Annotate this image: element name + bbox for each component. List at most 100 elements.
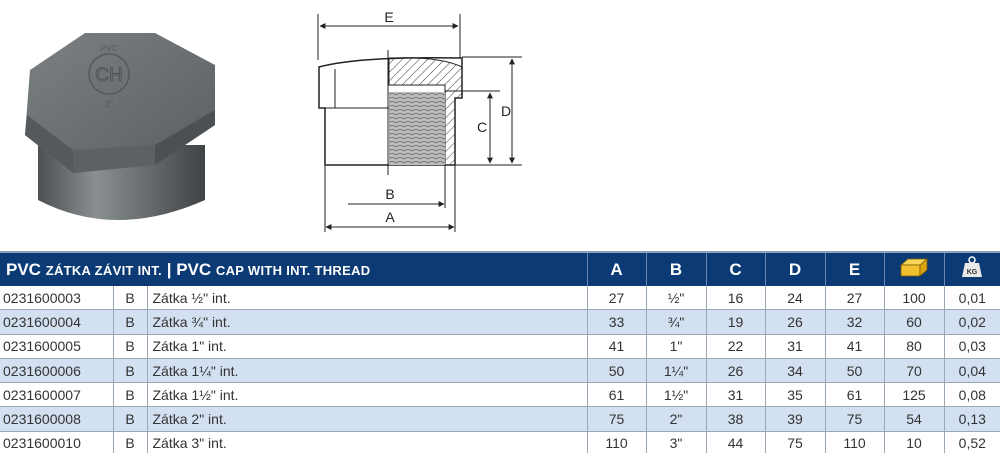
dim-b-cell: 1¼"	[645, 358, 707, 384]
dim-label-b: B	[385, 186, 394, 202]
dim-e-cell: 110	[824, 431, 885, 453]
dim-d-cell: 24	[764, 286, 826, 311]
dim-b-cell: 1½"	[645, 382, 707, 408]
dim-c-cell: 19	[705, 309, 766, 335]
type-cell: B	[112, 286, 147, 311]
dim-d-cell: 26	[764, 309, 826, 335]
type-cell: B	[112, 358, 147, 384]
technical-drawing: E C D B A	[317, 9, 522, 232]
weight-cell: 0,03	[943, 334, 1000, 359]
dim-c-cell: 44	[705, 431, 766, 453]
pack-quantity-cell: 54	[883, 406, 945, 432]
dim-b-cell: 1"	[645, 334, 707, 359]
pack-quantity-cell: 60	[883, 309, 945, 335]
pack-quantity-cell: 80	[883, 334, 945, 359]
dim-b-cell: 2"	[645, 406, 707, 432]
column-header-b: B	[645, 251, 707, 286]
weight-cell: 0,01	[943, 286, 1000, 311]
dim-d-cell: 39	[764, 406, 826, 432]
product-code-cell: 0231600008	[0, 406, 113, 432]
type-cell: B	[112, 334, 147, 359]
svg-text:PVC: PVC	[101, 44, 118, 53]
dim-a-cell: 33	[586, 309, 647, 335]
dim-c-cell: 38	[705, 406, 766, 432]
dim-d-cell: 35	[764, 382, 826, 408]
column-header-package	[883, 251, 945, 286]
column-header-a: A	[586, 251, 647, 286]
package-box-icon	[899, 258, 929, 277]
pack-quantity-cell: 10	[883, 431, 945, 453]
pack-quantity-cell: 100	[883, 286, 945, 311]
product-name-cell: Zátka 1¼" int.	[146, 358, 588, 384]
weight-cell: 0,08	[943, 382, 1000, 408]
dim-d-cell: 75	[764, 431, 826, 453]
svg-text:2": 2"	[105, 99, 113, 109]
dim-label-a: A	[385, 209, 395, 225]
dim-c-cell: 16	[705, 286, 766, 311]
dim-label-d: D	[501, 103, 511, 119]
type-cell: B	[112, 431, 147, 453]
product-name-cell: Zátka 3" int.	[146, 431, 588, 453]
type-cell: B	[112, 382, 147, 408]
product-name-cell: Zátka 2" int.	[146, 406, 588, 432]
column-header-d: D	[764, 251, 826, 286]
dim-label-c: C	[477, 119, 487, 135]
dim-b-cell: 3"	[645, 431, 707, 453]
dim-a-cell: 50	[586, 358, 647, 384]
product-table: PVC ZÁTKA ZÁVIT INT. | PVC CAP WITH INT.…	[0, 251, 1000, 453]
dim-c-cell: 26	[705, 358, 766, 384]
table-title: PVC ZÁTKA ZÁVIT INT. | PVC CAP WITH INT.…	[0, 251, 588, 286]
column-header-weight: KG	[943, 251, 1000, 286]
dim-a-cell: 75	[586, 406, 647, 432]
pack-quantity-cell: 125	[883, 382, 945, 408]
dim-c-cell: 22	[705, 334, 766, 359]
type-cell: B	[112, 309, 147, 335]
product-name-cell: Zátka 1" int.	[146, 334, 588, 359]
product-code-cell: 0231600004	[0, 309, 113, 335]
product-code-cell: 0231600005	[0, 334, 113, 359]
dim-d-cell: 34	[764, 358, 826, 384]
dim-e-cell: 32	[824, 309, 885, 335]
weight-cell: 0,52	[943, 431, 1000, 453]
dim-e-cell: 41	[824, 334, 885, 359]
dim-c-cell: 31	[705, 382, 766, 408]
product-name-cell: Zátka ½" int.	[146, 286, 588, 311]
weight-cell: 0,02	[943, 309, 1000, 335]
pvc-cap-photo: CH PVC 2"	[25, 33, 215, 220]
dim-a-cell: 110	[586, 431, 647, 453]
dim-e-cell: 61	[824, 382, 885, 408]
product-code-cell: 0231600010	[0, 431, 113, 453]
dim-e-cell: 75	[824, 406, 885, 432]
weight-cell: 0,04	[943, 358, 1000, 384]
dim-b-cell: ½"	[645, 286, 707, 311]
product-code-cell: 0231600003	[0, 286, 113, 311]
weight-cell: 0,13	[943, 406, 1000, 432]
dim-b-cell: ¾"	[645, 309, 707, 335]
column-header-c: C	[705, 251, 766, 286]
dim-e-cell: 27	[824, 286, 885, 311]
column-header-e: E	[824, 251, 885, 286]
pack-quantity-cell: 70	[883, 358, 945, 384]
product-code-cell: 0231600007	[0, 382, 113, 408]
dim-label-e: E	[384, 9, 393, 25]
dim-a-cell: 41	[586, 334, 647, 359]
dim-e-cell: 50	[824, 358, 885, 384]
product-code-cell: 0231600006	[0, 358, 113, 384]
dim-a-cell: 27	[586, 286, 647, 311]
dim-a-cell: 61	[586, 382, 647, 408]
table-header: PVC ZÁTKA ZÁVIT INT. | PVC CAP WITH INT.…	[0, 251, 1000, 286]
kg-weight-icon: KG	[962, 256, 983, 277]
svg-text:KG: KG	[967, 269, 978, 276]
product-name-cell: Zátka 1½" int.	[146, 382, 588, 408]
type-cell: B	[112, 406, 147, 432]
product-name-cell: Zátka ¾" int.	[146, 309, 588, 335]
dim-d-cell: 31	[764, 334, 826, 359]
